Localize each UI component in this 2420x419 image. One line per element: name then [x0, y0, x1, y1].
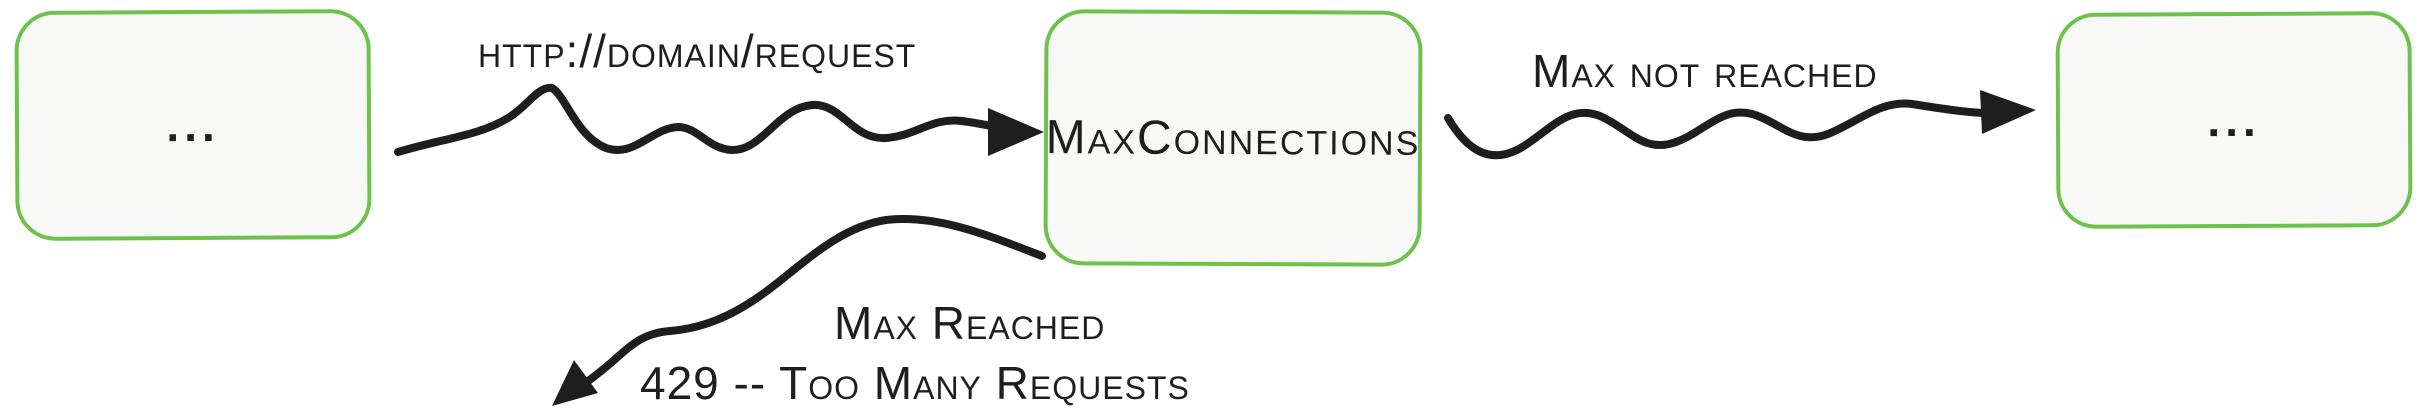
arrowhead-right-icon	[1980, 90, 2036, 134]
edge-label-request: http://domain/request	[478, 25, 917, 77]
arrow-request-line	[394, 83, 1022, 156]
arrow-max-reached	[552, 215, 1046, 406]
arrowhead-right-icon	[988, 108, 1044, 156]
edge-label-max-not-reached: Max not reached	[1532, 45, 1878, 97]
arrow-max-reached-line	[570, 215, 1046, 395]
arrow-request	[394, 83, 1044, 156]
node-left-label: ...	[166, 98, 220, 152]
node-max-connections: MaxConnections	[1043, 9, 1423, 267]
node-right-label: ...	[2207, 93, 2261, 147]
arrow-max-not-reached-line	[1444, 99, 1988, 160]
node-right: ...	[2055, 11, 2413, 229]
edge-label-too-many-requests: 429 -- Too Many Requests	[640, 357, 1190, 409]
node-left: ...	[14, 9, 372, 241]
arrowhead-down-left-icon	[552, 360, 598, 406]
arrow-max-not-reached	[1444, 90, 2036, 160]
node-max-connections-label: MaxConnections	[1045, 110, 1421, 166]
edge-label-max-reached: Max Reached	[834, 297, 1106, 349]
